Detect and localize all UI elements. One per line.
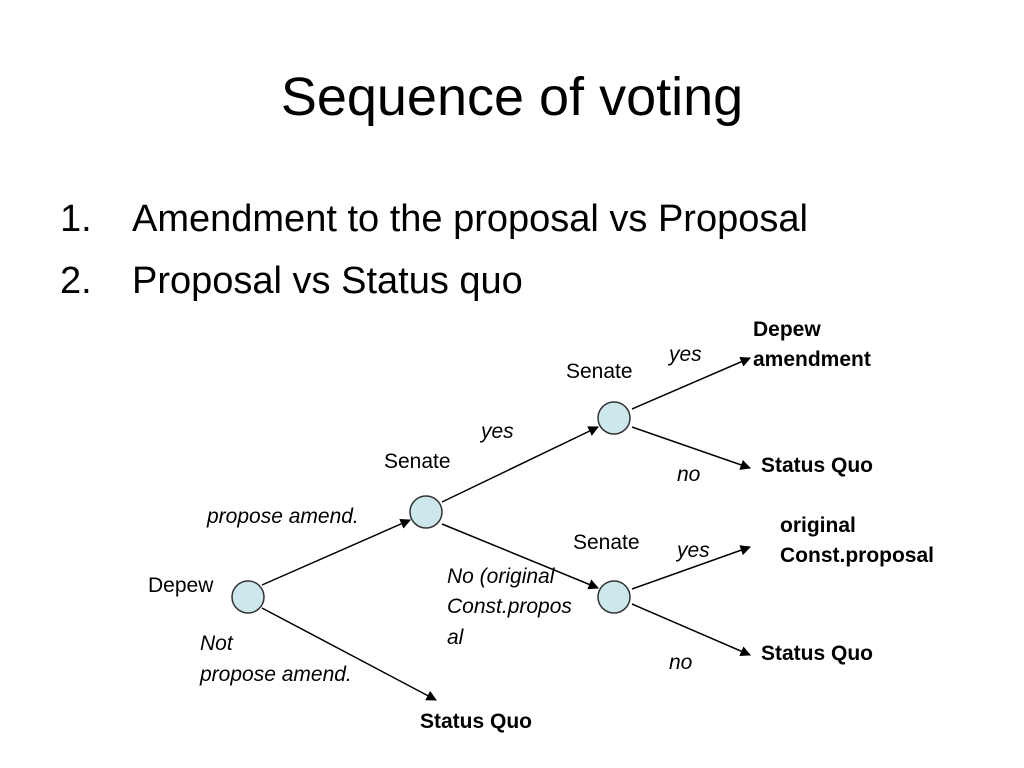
edge-label-yes: yes — [677, 539, 710, 562]
edge-label-no-original: No (original — [447, 565, 555, 588]
senate-node-label: Senate — [573, 531, 640, 554]
senate-node-label: Senate — [566, 360, 633, 383]
node-senate-bottom — [597, 580, 631, 614]
edge-label-yes: yes — [669, 343, 702, 366]
edge-label-no: no — [669, 651, 693, 674]
edge-top-no — [631, 426, 751, 470]
depew-node-label: Depew — [148, 574, 214, 597]
node-depew — [231, 580, 265, 614]
edge-label-no-original: al — [447, 626, 464, 649]
edge-not-propose-amend — [261, 607, 437, 701]
node-senate-top — [597, 401, 631, 435]
edge-bottom-no — [631, 603, 751, 657]
edge-label-no: no — [677, 463, 701, 486]
edge-bottom-yes — [631, 545, 751, 590]
edge-label-not-propose: propose amend. — [200, 663, 352, 686]
list-item-text: Proposal vs Status quo — [132, 260, 523, 302]
list-item: 1. Amendment to the proposal vs Proposal — [60, 188, 808, 250]
edge-senate1-no — [441, 523, 599, 590]
list-item-number: 1. — [60, 198, 92, 240]
edge-top-yes — [631, 356, 751, 410]
list-item: 2. Proposal vs Status quo — [60, 250, 808, 312]
outcome-original-proposal: original — [780, 514, 856, 537]
edge-label-propose-amend: propose amend. — [207, 505, 359, 528]
outcome-original-proposal: Const.proposal — [780, 544, 935, 567]
edge-label-no-original: Const.propos — [447, 595, 572, 618]
senate-node-label: Senate — [384, 450, 451, 473]
list-item-text: Amendment to the proposal vs Proposal — [132, 198, 808, 240]
outcome-depew-amendment: amendment — [753, 348, 871, 371]
outcome-status-quo: Status Quo — [761, 642, 874, 665]
outcome-status-quo: Status Quo — [761, 454, 874, 477]
edge-senate1-yes — [441, 426, 599, 503]
edge-propose-amend — [261, 518, 411, 586]
slide-title: Sequence of voting — [280, 67, 744, 127]
voting-sequence-list: 1. Amendment to the proposal vs Proposal… — [60, 188, 808, 312]
outcome-depew-amendment: Depew — [753, 318, 821, 341]
node-senate-1 — [409, 495, 443, 529]
edge-label-yes: yes — [481, 420, 514, 443]
outcome-status-quo: Status Quo — [420, 710, 533, 733]
list-item-number: 2. — [60, 260, 92, 302]
edge-label-not-propose: Not — [200, 632, 233, 655]
